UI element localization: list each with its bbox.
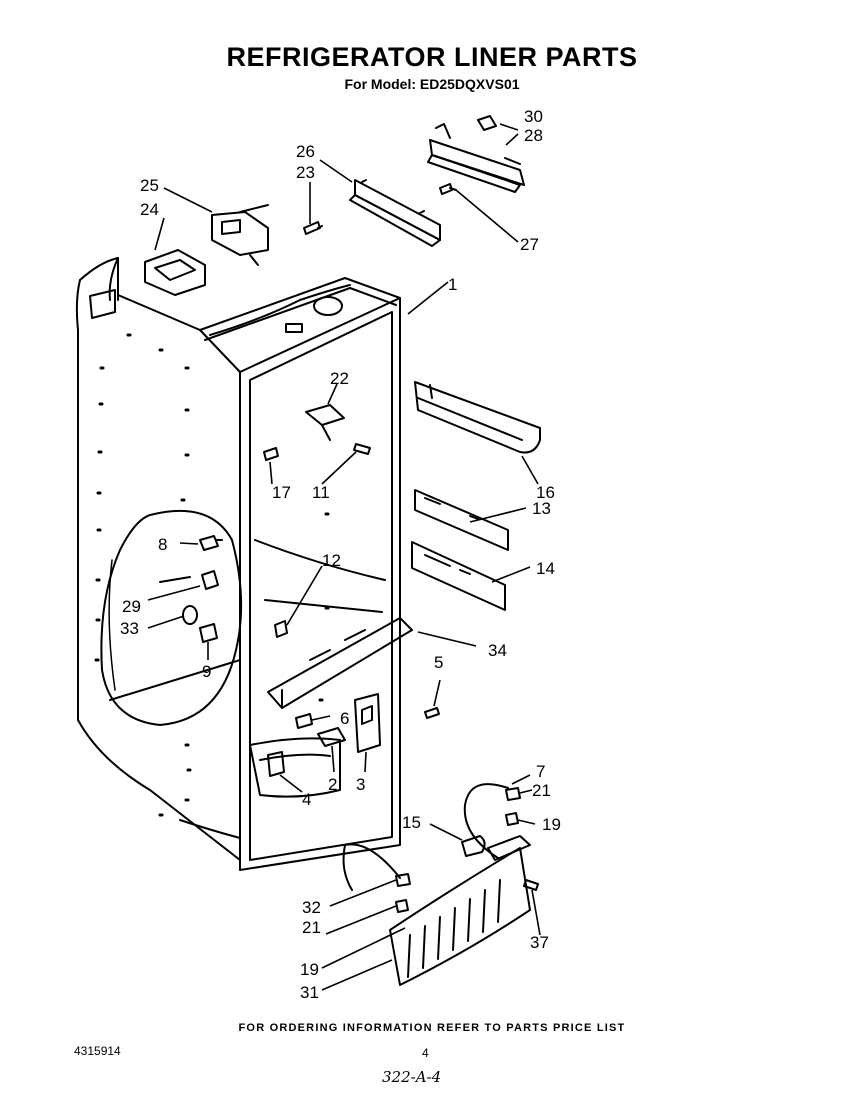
callout-13: 13 xyxy=(532,499,551,518)
callout-8: 8 xyxy=(158,535,167,554)
rail-part-14 xyxy=(411,541,506,611)
callout-21-lower: 21 xyxy=(302,918,321,937)
bulb-part-33 xyxy=(182,605,198,625)
callout-33: 33 xyxy=(120,619,139,638)
callout-24: 24 xyxy=(140,200,159,219)
callout-15: 15 xyxy=(402,813,421,832)
screw-part-5 xyxy=(424,707,440,719)
callout-23: 23 xyxy=(296,163,315,182)
heater-assembly-part-31 xyxy=(389,835,531,986)
callout-22: 22 xyxy=(330,369,349,388)
liner-cabinet xyxy=(75,257,401,871)
switch-part-9 xyxy=(199,623,218,643)
callout-14: 14 xyxy=(536,559,555,578)
screw-part-37 xyxy=(523,879,539,891)
callout-25: 25 xyxy=(140,176,159,195)
callout-7: 7 xyxy=(536,762,545,781)
socket-part-29 xyxy=(159,570,219,590)
handwritten-note: 322-A-4 xyxy=(382,1068,442,1086)
screw-part-23 xyxy=(303,221,323,235)
rail-part-13 xyxy=(414,489,509,551)
connector-part-19-lower xyxy=(395,899,409,913)
page-number: 4 xyxy=(422,1046,429,1060)
clip-part-8 xyxy=(199,535,223,551)
connector-part-21 xyxy=(505,787,521,801)
rail-part-26 xyxy=(349,179,441,247)
callout-9: 9 xyxy=(202,662,211,681)
model-subtitle: For Model: ED25DQXVS01 xyxy=(344,76,520,92)
wire-part-32 xyxy=(342,843,401,891)
callout-19: 19 xyxy=(542,815,561,834)
callout-27: 27 xyxy=(520,235,539,254)
callout-5: 5 xyxy=(434,653,443,672)
bracket-part-2 xyxy=(317,727,346,747)
clip-part-30 xyxy=(477,115,497,131)
callout-34: 34 xyxy=(488,641,507,660)
callout-12: 12 xyxy=(322,551,341,570)
callout-16: 16 xyxy=(536,483,555,502)
callout-37: 37 xyxy=(530,933,549,952)
callout-30: 30 xyxy=(524,107,543,126)
bracket-part-3 xyxy=(354,693,381,753)
screw-part-27 xyxy=(439,183,457,195)
light-lens-part-24 xyxy=(108,249,206,301)
screw-part-11 xyxy=(353,443,371,455)
callout-21: 21 xyxy=(532,781,551,800)
clip-part-12 xyxy=(274,620,288,638)
callout-11: 11 xyxy=(312,483,330,502)
callout-19-lower: 19 xyxy=(300,960,319,979)
bracket-part-28 xyxy=(427,123,525,193)
support-part-34 xyxy=(267,617,413,709)
callout-1: 1 xyxy=(448,275,457,294)
callout-4: 4 xyxy=(302,790,311,809)
shelf-trim-part-16 xyxy=(414,381,541,454)
page-title: REFRIGERATOR LINER PARTS xyxy=(226,42,638,72)
callout-2: 2 xyxy=(328,775,337,794)
bracket-part-22 xyxy=(305,404,345,441)
connector-part-19 xyxy=(505,812,519,826)
sensor-part-6 xyxy=(295,713,313,729)
damper-part-4 xyxy=(267,751,285,777)
fuse-part-15 xyxy=(461,835,486,857)
callout-28: 28 xyxy=(524,126,543,145)
document-number: 4315914 xyxy=(74,1044,121,1058)
screw-part-17 xyxy=(263,447,279,461)
leader-lines xyxy=(147,123,541,991)
wire-part-7 xyxy=(463,783,509,859)
callout-labels: 1 2 3 4 5 6 7 8 9 11 12 13 14 15 16 17 1… xyxy=(120,107,561,1002)
callout-26: 26 xyxy=(296,142,315,161)
callout-32: 32 xyxy=(302,898,321,917)
detail-circle xyxy=(100,509,243,726)
connector-part-21-lower xyxy=(395,873,411,887)
callout-17: 17 xyxy=(272,483,291,502)
callout-31: 31 xyxy=(300,983,319,1002)
callout-29: 29 xyxy=(122,597,141,616)
callout-6: 6 xyxy=(340,709,349,728)
ordering-note: FOR ORDERING INFORMATION REFER TO PARTS … xyxy=(238,1022,626,1034)
light-housing-part-25 xyxy=(211,204,269,266)
callout-3: 3 xyxy=(356,775,365,794)
